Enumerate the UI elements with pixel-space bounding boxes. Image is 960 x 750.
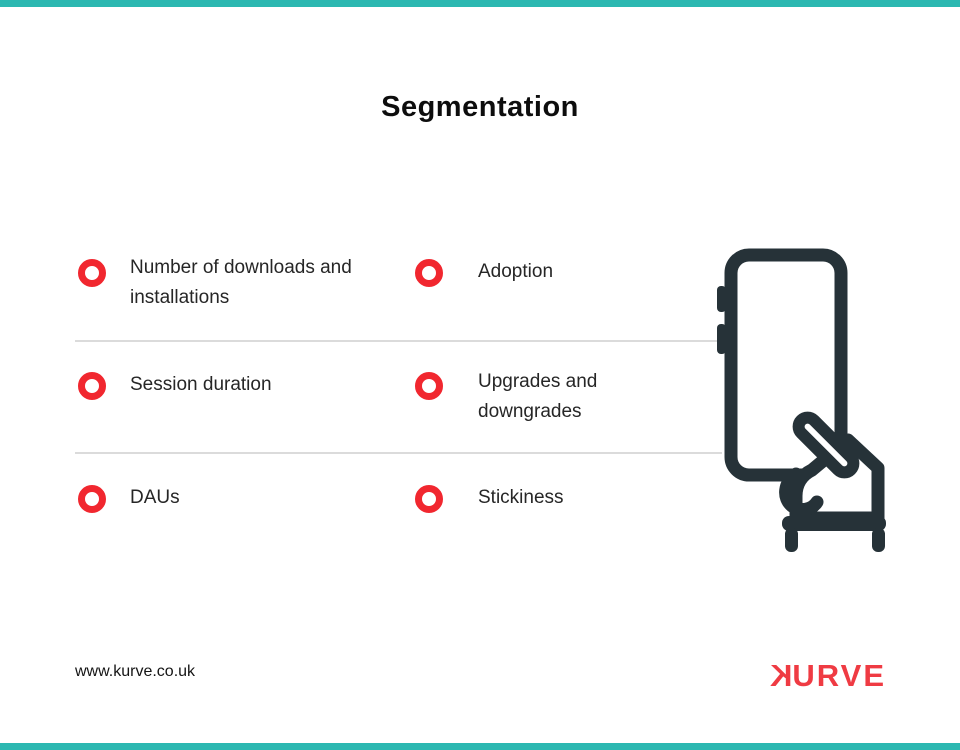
kurve-logo: KURVE — [768, 658, 886, 694]
phone-side-button — [717, 324, 726, 354]
bullet-ring-icon — [78, 372, 106, 400]
bullet-ring-icon — [78, 485, 106, 513]
website-url: www.kurve.co.uk — [75, 663, 196, 680]
hand-holding-phone-icon — [717, 248, 886, 552]
hand-index-finger — [792, 411, 860, 479]
bottom-accent-bar — [0, 743, 960, 750]
list-item-daus: DAUs — [130, 487, 180, 508]
list-item-upgrades-downgrades: Upgrades and downgrades — [478, 371, 598, 422]
hand-thumb — [779, 467, 824, 516]
phone-side-button — [717, 286, 726, 312]
kurve-logo-rest: URVE — [792, 658, 886, 693]
row-divider — [75, 340, 722, 342]
sleeve-cuff-stub — [872, 528, 885, 552]
top-accent-bar — [0, 0, 960, 7]
list-item-adoption: Adoption — [478, 261, 554, 282]
bullet-ring-icon — [415, 259, 443, 287]
list-item-stickiness: Stickiness — [478, 487, 564, 508]
list-item-session-duration: Session duration — [130, 374, 272, 395]
bullet-ring-icon — [415, 372, 443, 400]
sleeve-cuff-stub — [785, 528, 798, 552]
list-item-downloads-installations: Number of downloads and installations — [130, 257, 352, 308]
row-divider — [75, 452, 722, 454]
kurve-logo-k: K — [768, 658, 793, 693]
page-title: Segmentation — [381, 91, 579, 124]
bullet-ring-icon — [78, 259, 106, 287]
phone-notch — [762, 251, 810, 261]
bullet-ring-icon — [415, 485, 443, 513]
sleeve-cuff — [782, 516, 886, 531]
